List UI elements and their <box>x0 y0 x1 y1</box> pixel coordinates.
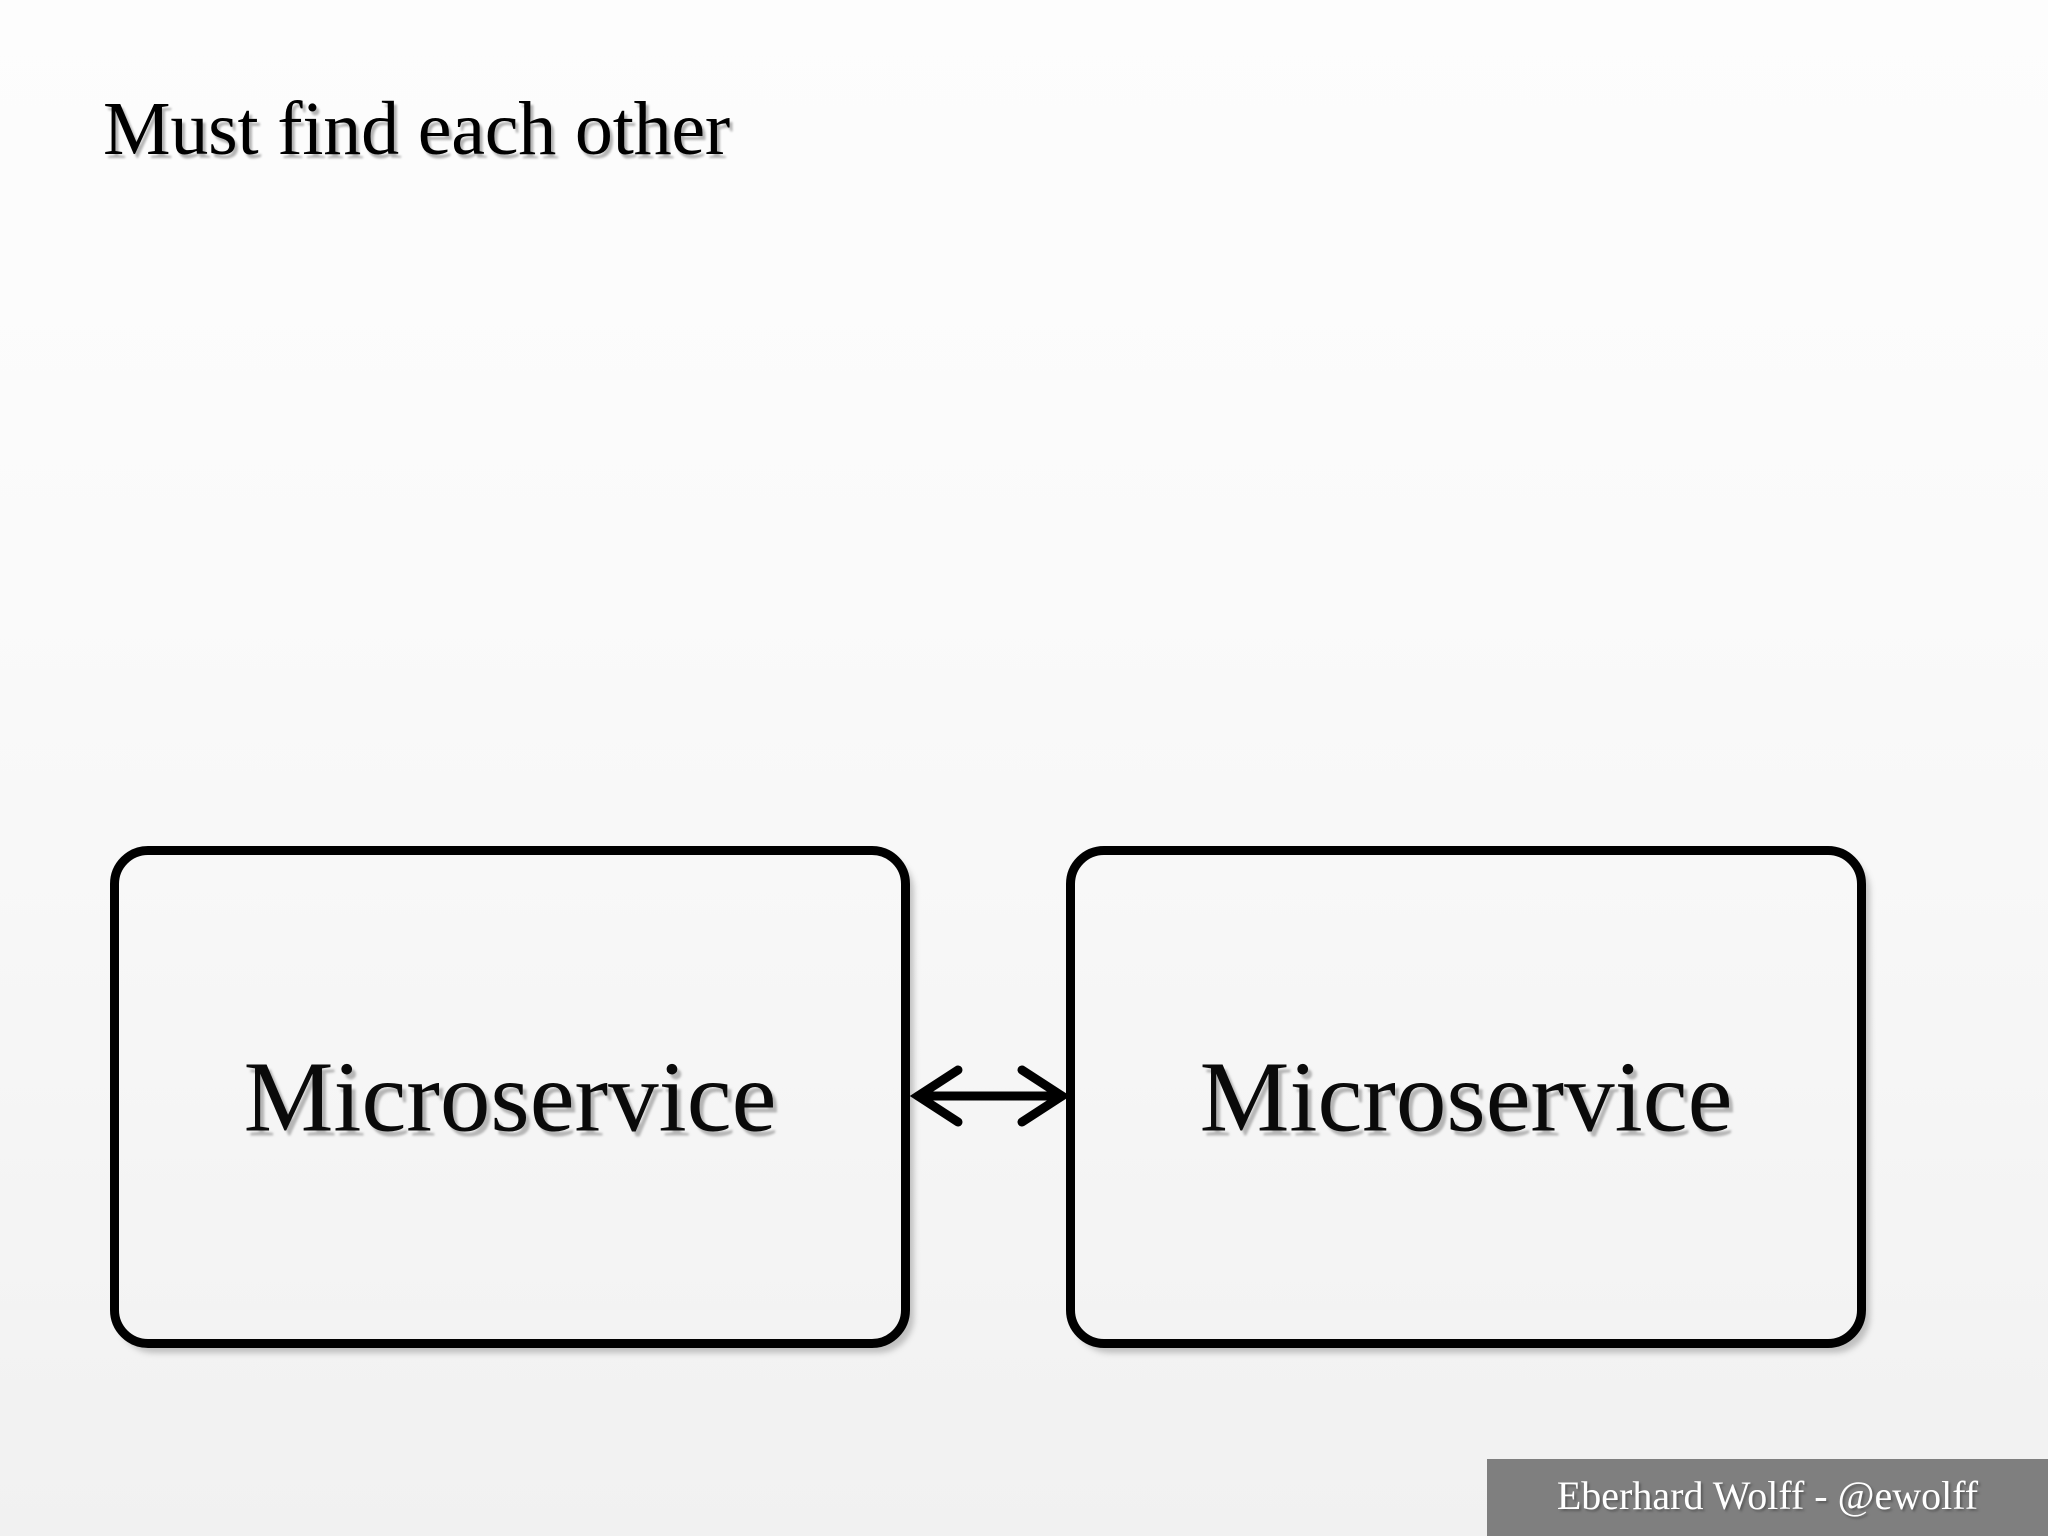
footer-credit-band: Eberhard Wolff - @ewolff <box>1487 1459 2048 1536</box>
footer-credit-text: Eberhard Wolff - @ewolff <box>1556 1473 1979 1518</box>
bidirectional-arrow-icon <box>909 1065 1071 1127</box>
microservice-box-right[interactable]: Microservice <box>1066 846 1866 1348</box>
microservice-box-left[interactable]: Microservice <box>110 846 910 1348</box>
microservice-box-left-label: Microservice <box>243 1040 777 1153</box>
microservice-box-right-label: Microservice <box>1199 1040 1733 1153</box>
page-title: Must find each other <box>103 87 731 171</box>
